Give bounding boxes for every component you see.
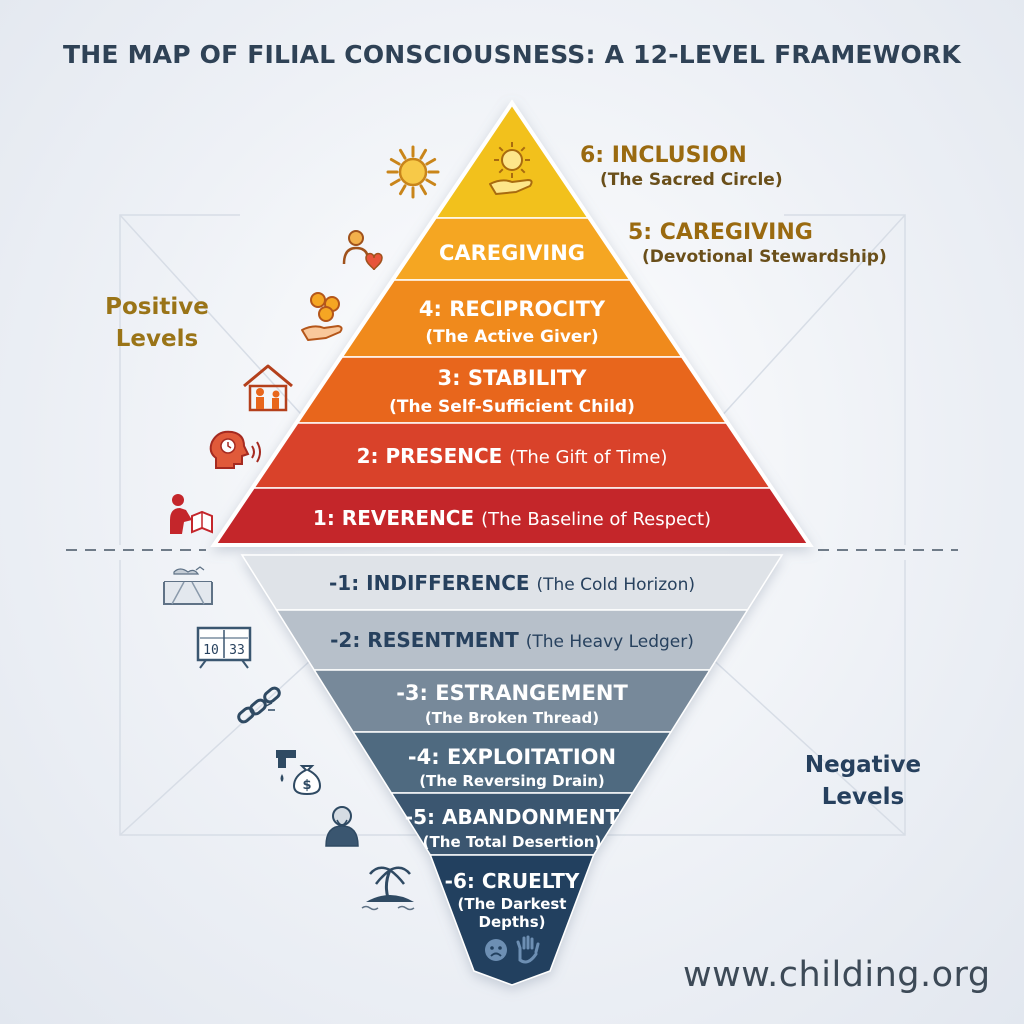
band-label-exploitation: -4: EXPLOITATION bbox=[408, 745, 616, 769]
sun-icon bbox=[386, 145, 440, 199]
website-url: www.childing.org bbox=[683, 955, 991, 995]
band-label-resentment: -2: RESENTMENT (The Heavy Ledger) bbox=[330, 628, 694, 652]
cold-horizon-icon bbox=[163, 566, 213, 605]
caregiving-external-label: 5: CAREGIVING (Devotional Stewardship) bbox=[628, 220, 887, 267]
band-subtitle2-cruelty: Depths) bbox=[479, 913, 546, 931]
coins-hand-icon bbox=[301, 292, 343, 341]
island-palm-icon bbox=[361, 866, 415, 911]
band-label-reciprocity: 4: RECIPROCITY bbox=[419, 297, 606, 321]
house-family-icon bbox=[243, 364, 293, 412]
ledger-number-right: 33 bbox=[229, 643, 245, 658]
elder-person-icon bbox=[325, 806, 359, 847]
band-label-stability: 3: STABILITY bbox=[438, 366, 588, 390]
pyramid-outline bbox=[210, 99, 814, 547]
band-label-cruelty: -6: CRUELTY bbox=[445, 869, 580, 893]
faucet-moneybag-icon: $ bbox=[276, 750, 322, 796]
positive-label-line2: Levels bbox=[115, 326, 199, 352]
band-label-abandonment: -5: ABANDONMENT bbox=[405, 805, 620, 829]
negative-label-line2: Levels bbox=[821, 784, 905, 810]
ledger-board-icon: 10 33 bbox=[196, 626, 252, 669]
inverted-band-6 bbox=[429, 854, 595, 986]
band-subtitle-cruelty: (The Darkest bbox=[458, 895, 567, 913]
band-label-caregiving: CAREGIVING bbox=[439, 241, 585, 265]
broken-chain-icon bbox=[237, 686, 281, 724]
raised-hand-icon bbox=[516, 935, 540, 964]
band-label-presence: 2: PRESENCE (The Gift of Time) bbox=[357, 444, 668, 468]
inclusion-name: 6: INCLUSION bbox=[580, 143, 747, 168]
kneeling-reader-icon bbox=[170, 494, 213, 534]
band-subtitle-stability: (The Self-Sufficient Child) bbox=[389, 397, 635, 417]
sun-hand-icon bbox=[489, 142, 533, 195]
band-subtitle-abandonment: (The Total Desertion) bbox=[423, 833, 602, 851]
positive-levels-label: Positive Levels bbox=[82, 291, 232, 355]
inclusion-external-label: 6: INCLUSION (The Sacred Circle) bbox=[580, 143, 783, 190]
caregiving-external-name: 5: CAREGIVING bbox=[628, 220, 813, 245]
band-subtitle-estrangement: (The Broken Thread) bbox=[425, 709, 599, 727]
negative-levels-label: Negative Levels bbox=[778, 749, 948, 813]
negative-label-line1: Negative bbox=[804, 752, 922, 778]
band-subtitle-reciprocity: (The Active Giver) bbox=[425, 327, 598, 347]
caregiving-external-subtitle: (Devotional Stewardship) bbox=[642, 247, 887, 267]
inclusion-subtitle: (The Sacred Circle) bbox=[600, 170, 783, 190]
page-title: THE MAP OF FILIAL CONSCIOUSNESS: A 12-LE… bbox=[63, 40, 961, 69]
band-label-reverence: 1: REVERENCE (The Baseline of Respect) bbox=[313, 506, 711, 530]
band-subtitle-exploitation: (The Reversing Drain) bbox=[419, 772, 605, 790]
caregiver-heart-icon bbox=[342, 230, 383, 271]
svg-text:$: $ bbox=[302, 778, 311, 793]
band-label-indifference: -1: INDIFFERENCE (The Cold Horizon) bbox=[329, 571, 695, 595]
sad-face-icon bbox=[485, 939, 507, 961]
positive-label-line1: Positive bbox=[105, 294, 209, 320]
band-label-estrangement: -3: ESTRANGEMENT bbox=[396, 681, 628, 705]
head-clock-icon bbox=[209, 430, 261, 469]
ledger-number-left: 10 bbox=[203, 643, 219, 658]
